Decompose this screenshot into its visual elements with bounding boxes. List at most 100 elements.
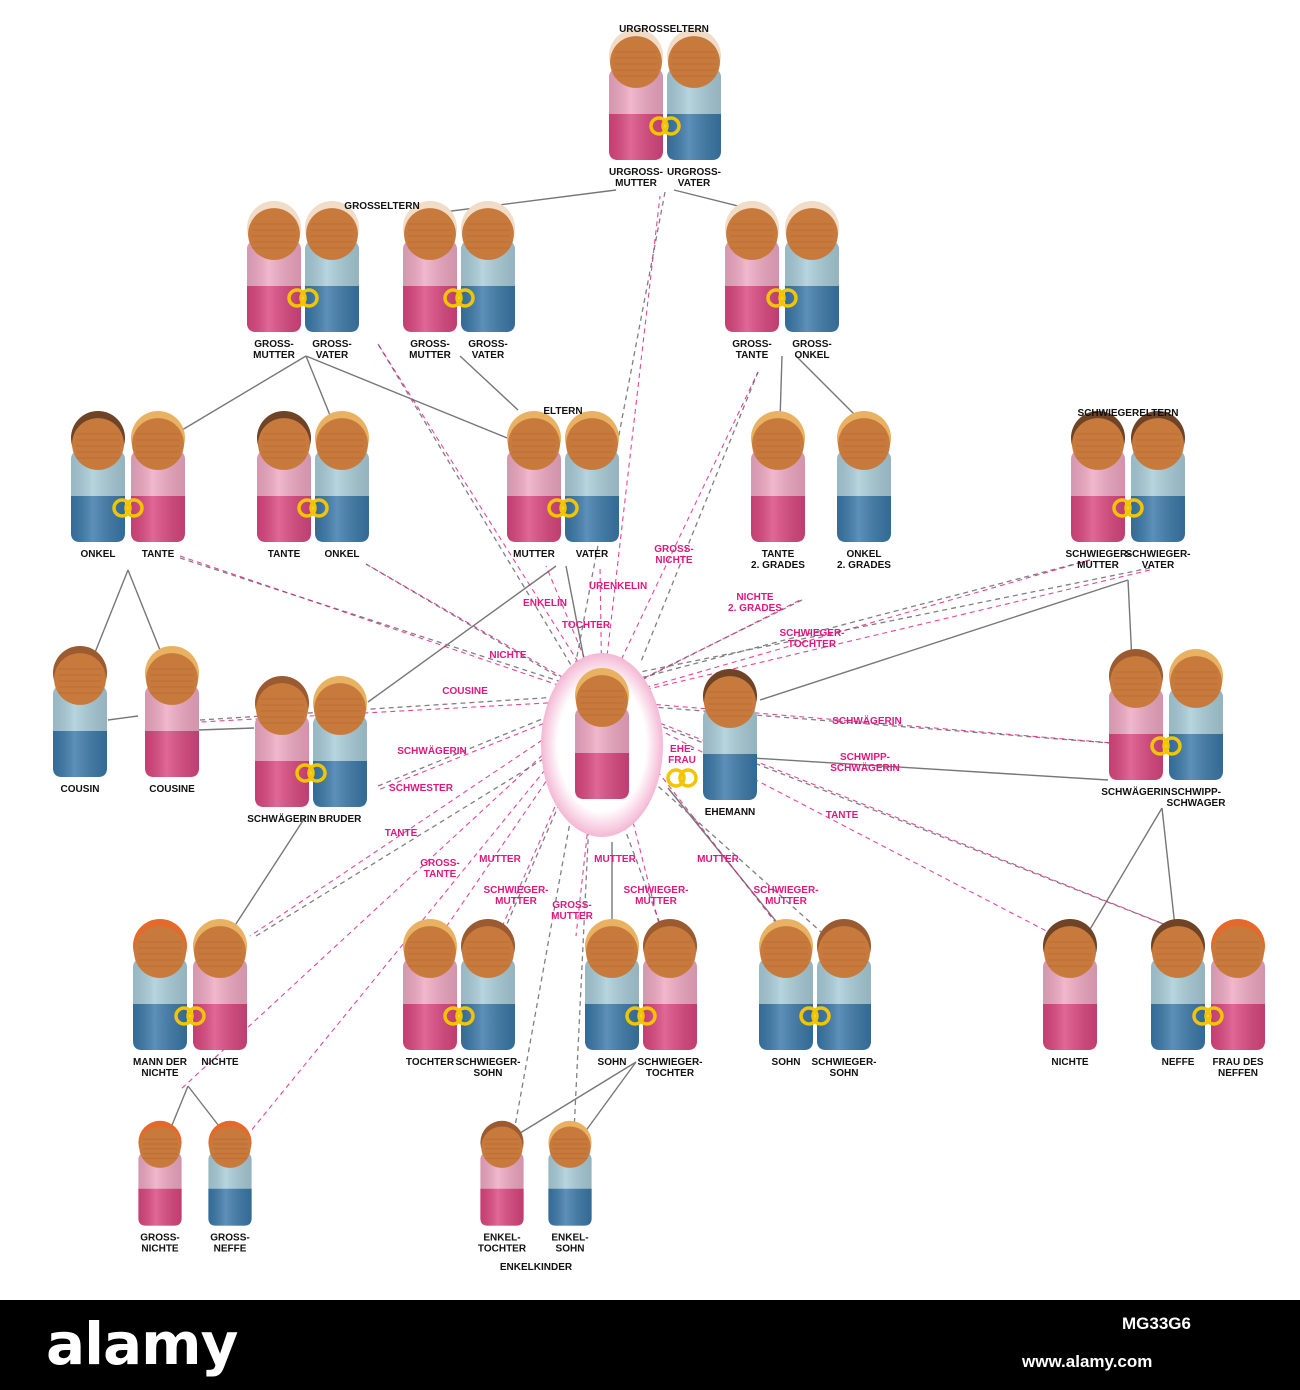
person-schwaegerin2 [1109,649,1163,780]
kinship-line [198,728,254,730]
person-label-tante1: TANTE [142,549,175,560]
person-ehemann [703,669,757,800]
head [1170,656,1222,708]
head [306,208,358,260]
kinship-line [368,566,556,702]
head [726,208,778,260]
relation-label: SCHWESTER [389,783,454,794]
head [586,926,638,978]
relation-line [602,570,1150,700]
relation-label: TANTE [826,810,859,821]
relation-label: SCHWIEGER-TOCHTER [780,628,845,650]
person-label-schwippschwager: SCHWIPP-SCHWAGER [1167,787,1227,809]
kinship-line [92,570,128,660]
person-schwsohn1 [461,919,515,1050]
relation-label: EHE-FRAU [668,744,696,766]
person-fraudesneffen [1211,919,1265,1050]
person-label-ugv: URGROSS-VATER [667,167,721,189]
relation-label: GROSS-MUTTER [551,900,593,922]
person-schwaegerin1 [255,676,309,807]
head [1072,418,1124,470]
kinship-line [188,1086,222,1130]
kinship-line [428,190,616,214]
person-vater [565,411,619,542]
head [668,36,720,88]
person-label-onkel3: ONKEL2. GRADES [837,549,891,571]
head [549,1126,590,1167]
person-mutter [507,411,561,542]
relation-label: MUTTER [479,854,521,865]
relation-label: SCHWÄGERIN [397,744,466,757]
group-label-grandchildren: ENKELKINDER [500,1262,573,1273]
person-label-cousine: COUSINE [149,784,195,795]
person-gt [725,201,779,332]
logo: alamy [46,1310,237,1378]
person-label-tante3: TANTE2. GRADES [751,549,805,571]
person-cousine [145,646,199,777]
relation-label: ENKELIN [523,598,567,609]
head [194,926,246,978]
head [314,683,366,735]
kinship-line [108,716,138,720]
head [54,653,106,705]
person-schwippschwager [1169,649,1223,780]
person-label-schwtochter: SCHWIEGER-TOCHTER [638,1057,703,1079]
kinship-line [460,356,518,410]
person-gm2 [403,201,457,332]
person-label-swm: SCHWIEGER-MUTTER [1066,549,1131,571]
kinship-line [582,1062,636,1136]
group-label-great-grandparents: URGROSSELTERN [619,24,709,35]
head [139,1126,180,1167]
person-label-enkelsohn: ENKEL-SOHN [551,1233,588,1255]
head [404,208,456,260]
head [760,926,812,978]
footer-bar: alamy MG33G6 www.alamy.com [0,1300,1300,1390]
person-label-schwaegerin2: SCHWÄGERIN [1101,785,1170,798]
relation-label: SCHWIEGER-MUTTER [484,885,549,907]
person-onkel2 [315,411,369,542]
person-tante2 [257,411,311,542]
relation-label: SCHWIPP-SCHWÄGERIN [830,752,899,774]
head [404,926,456,978]
head [1212,926,1264,978]
relation-label: TANTE [385,828,418,839]
person-label-tochter: TOCHTER [406,1057,455,1068]
person-label-go: GROSS-ONKEL [792,339,831,361]
relation-label: SCHWIEGER-MUTTER [754,885,819,907]
person-tante3 [751,411,805,542]
head [146,653,198,705]
relation-label: NICHTE [489,650,527,661]
head [644,926,696,978]
head [576,675,628,727]
relation-label: MUTTER [594,854,636,865]
person-label-tante2: TANTE [268,549,301,560]
relation-label: TOCHTER [562,620,611,631]
site-url: www.alamy.com [1022,1352,1152,1372]
person-label-ugm: URGROSS-MUTTER [609,167,663,189]
person-tochter [403,919,457,1050]
person-label-mannnichte: MANN DERNICHTE [133,1057,188,1079]
group-label-parents-in-law: SCHWIEGERELTERN [1078,408,1179,419]
person-cousin [53,646,107,777]
person-gm1 [247,201,301,332]
person-label-vater: VATER [576,549,609,560]
relation-label: URENKELIN [589,581,647,592]
person-label-grossneffe: GROSS-NEFFE [210,1233,249,1255]
head [256,683,308,735]
person-grossneffe [208,1121,251,1226]
person-sohn2 [759,919,813,1050]
head [1044,926,1096,978]
person-neffe [1151,919,1205,1050]
head [248,208,300,260]
head [786,208,838,260]
head [481,1126,522,1167]
head [72,418,124,470]
person-label-grossnichte: GROSS-NICHTE [140,1233,179,1255]
head [818,926,870,978]
head [258,418,310,470]
person-label-schwsohn1: SCHWIEGER-SOHN [456,1057,521,1079]
relation-label: COUSINE [442,686,488,697]
person-label-gm2: GROSS-MUTTER [409,339,451,361]
relation-label: SCHWIEGER-MUTTER [624,885,689,907]
